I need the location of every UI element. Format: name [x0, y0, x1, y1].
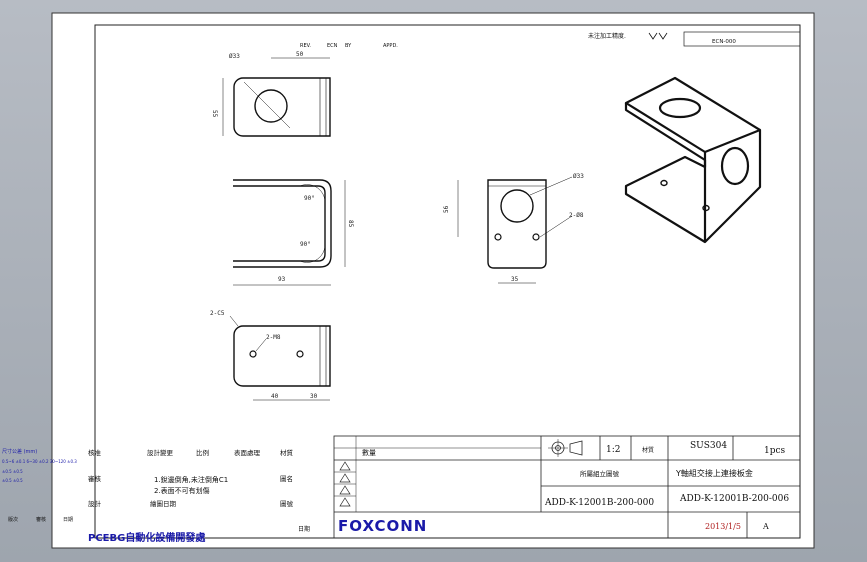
surface-symbol-1 [648, 32, 658, 40]
label-drawing-name: 圖名 [280, 474, 293, 483]
label-design-change: 設計變更 [147, 448, 174, 457]
label-drawing-no: 圖號 [280, 499, 294, 508]
department-name: PCEBG自動化設備開發處 [88, 531, 206, 544]
side-height: 56 [443, 205, 450, 213]
bottom-pitch1: 40 [271, 393, 279, 400]
note-1: 1.銳邊倒角,未注倒角C1 [154, 475, 228, 484]
tolerance-row-2: ±0.5 ±0.5 [2, 469, 23, 474]
material-label: 材質 [642, 446, 654, 454]
part-name: Y軸組交接上連接板金 [675, 468, 753, 478]
approval-table: 尺寸公差 (mm) 0.5~6 ±0.1 6~30 ±0.2 30~120 ±0… [2, 448, 310, 544]
label-drawing-date: 繪圖日期 [150, 499, 177, 508]
top-view [222, 57, 331, 137]
side-width: 35 [511, 276, 519, 283]
front-angle-lower: 90° [300, 241, 311, 248]
label-version: 版次 [8, 516, 18, 523]
ecn-label: ECN [327, 43, 338, 49]
title-block [333, 435, 801, 539]
label-material: 材質 [280, 448, 294, 457]
process-accuracy-label: 未注加工精度. [588, 32, 626, 40]
bottom-holes: 2-M8 [266, 334, 281, 341]
surface-symbol-2 [658, 32, 668, 40]
material-value: SUS304 [690, 441, 727, 451]
tolerance-row-1: 0.5~6 ±0.1 6~30 ±0.2 30~120 ±0.3 [2, 459, 77, 464]
part-number: ADD-K-12001B-200-006 [679, 494, 789, 504]
label-approve: 核准 [88, 448, 102, 457]
top-hole-dia: Ø33 [229, 53, 240, 60]
label-design: 設計 [88, 499, 102, 508]
qty-label: 數量 [362, 448, 376, 457]
assembly-number: ADD-K-12001B-200-000 [544, 498, 654, 508]
tolerance-row-3: ±0.5 ±0.5 [2, 478, 23, 483]
bottom-view [229, 315, 331, 401]
note-2: 2.表面不可有划傷 [154, 486, 210, 495]
front-angle-upper: 90° [304, 195, 315, 202]
label-surface-treatment: 表面處理 [234, 448, 261, 457]
label-review: 審核 [88, 474, 102, 483]
scale-value: 1:2 [606, 445, 620, 455]
revision-letter: A [762, 522, 769, 531]
ecn-box: ECN-000 [712, 39, 736, 45]
appd-label: APPD. [383, 43, 398, 49]
company-logo: FOXCONN [338, 517, 427, 535]
top-height: 55 [211, 110, 218, 118]
side-hole-dia: Ø33 [573, 173, 584, 180]
projection-symbol [548, 439, 583, 457]
tolerance-unit-header: 尺寸公差 (mm) [2, 448, 37, 455]
revision-header: REV. ECN BY APPD. 未注加工精度. ECN-000 [300, 31, 801, 49]
assembly-label: 所屬組立圖號 [580, 469, 620, 478]
label-check: 審核 [36, 516, 46, 523]
front-height: 85 [347, 220, 354, 228]
top-width: 50 [296, 51, 304, 58]
rev-label: REV. [300, 43, 311, 49]
side-view [457, 176, 573, 284]
bottom-pitch2: 30 [310, 393, 318, 400]
label-date: 日期 [298, 525, 310, 533]
quantity-value: 1pcs [764, 446, 786, 456]
label-date-small: 日期 [63, 517, 73, 523]
front-width: 93 [278, 276, 286, 283]
side-holes: 2-Ø8 [569, 212, 584, 219]
revision-triangles [339, 461, 351, 507]
by-label: BY [345, 43, 352, 49]
paper [51, 12, 815, 549]
drawing-date: 2013/1/5 [705, 522, 741, 531]
front-view [233, 179, 346, 286]
label-scale: 比例 [196, 448, 209, 457]
isometric-view [624, 76, 762, 244]
bottom-chamfer: 2-C5 [210, 310, 225, 317]
